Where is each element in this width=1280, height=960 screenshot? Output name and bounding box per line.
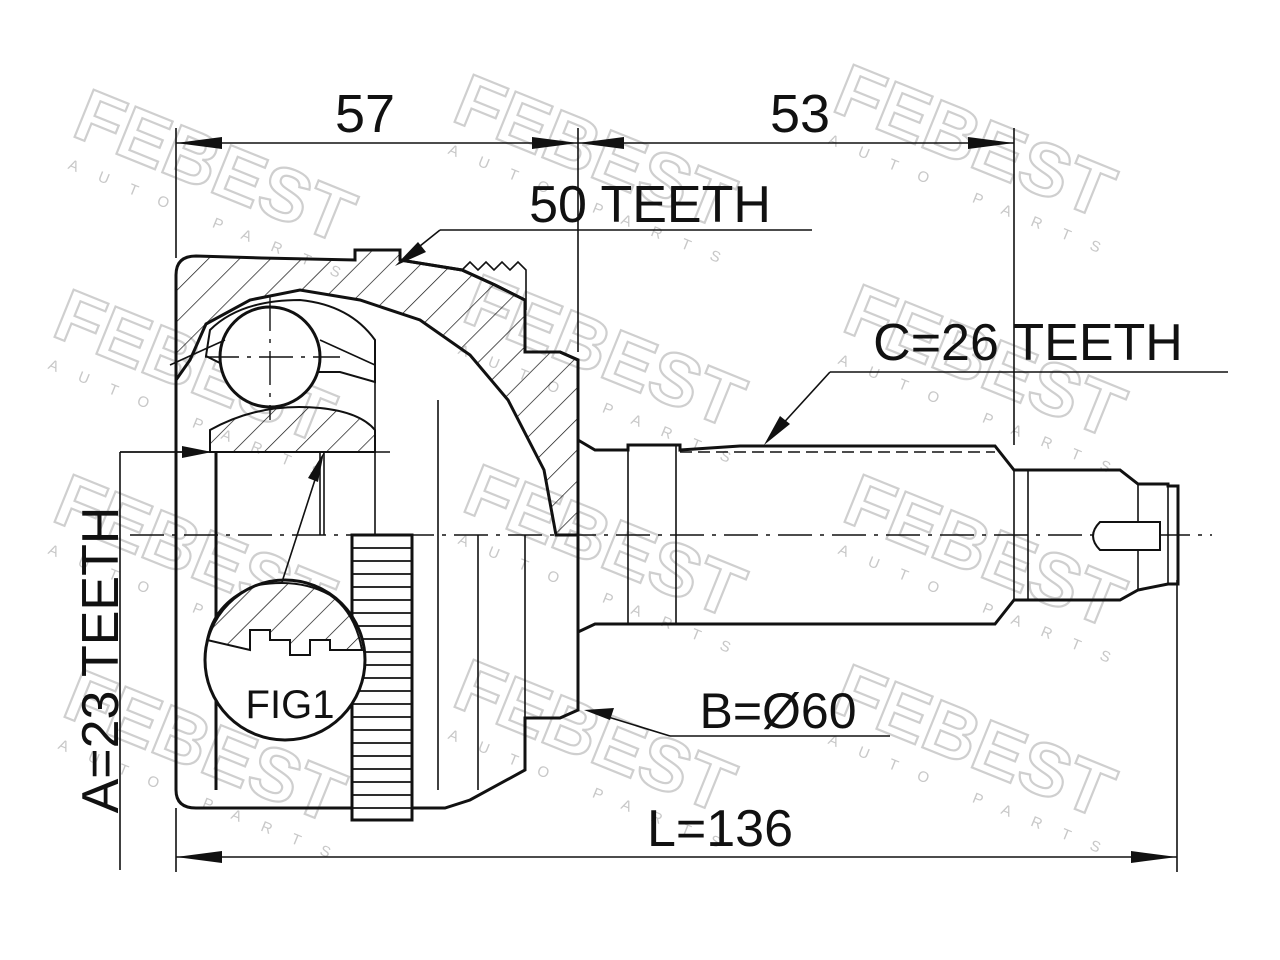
- length-label: L=136: [647, 800, 793, 858]
- dimension-57-label: 57: [335, 84, 395, 144]
- callout-diameter: B=Ø60: [584, 683, 890, 739]
- fig1-detail: FIG1: [203, 578, 367, 742]
- diameter-label: B=Ø60: [699, 683, 856, 739]
- dimension-57: 57: [176, 84, 578, 149]
- callout-inner-teeth: A=23 TEETH: [72, 446, 212, 870]
- dimension-53: 53: [578, 84, 1014, 149]
- watermark-group: FEBEST AUTO PARTS FEBEST AUTO PARTS FEBE…: [43, 47, 1137, 870]
- callout-50-teeth: 50 TEETH: [395, 176, 812, 266]
- callout-shaft-teeth: C=26 TEETH: [764, 314, 1228, 445]
- outer-teeth-label: 50 TEETH: [529, 176, 771, 234]
- ball-bearing: [169, 297, 376, 420]
- dimension-53-label: 53: [770, 84, 830, 144]
- callout-fig1: [281, 452, 325, 583]
- shaft-teeth-label: C=26 TEETH: [873, 314, 1183, 372]
- output-shaft: [577, 438, 1180, 634]
- dimension-length: L=136: [176, 800, 1177, 863]
- fig1-label: FIG1: [246, 683, 335, 727]
- inner-teeth-label: A=23 TEETH: [72, 507, 130, 814]
